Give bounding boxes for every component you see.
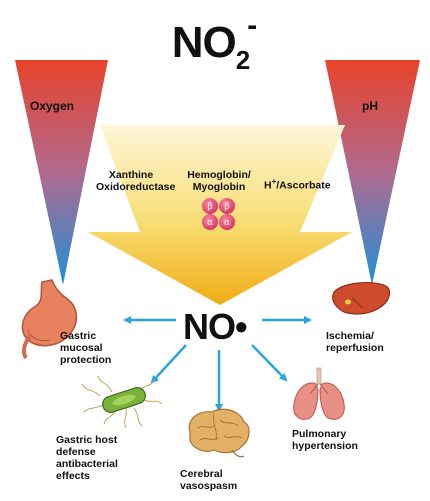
subunit-label: β [207, 202, 212, 212]
alpha-subunit-left [202, 214, 218, 230]
oxygen-gradient-triangle [15, 60, 108, 285]
ph-label: pH [362, 99, 378, 113]
subunit-label: β [224, 202, 229, 212]
beta-subunit-left [202, 198, 218, 214]
stomach-illustration [21, 279, 78, 360]
xanthine-label: Xanthine Oxidoreductase [96, 169, 176, 193]
title-subscript: 2 [235, 45, 251, 75]
arrow-to-antibacterial [150, 344, 187, 384]
beta-subunit-right [219, 198, 235, 214]
ph-gradient-triangle [325, 60, 420, 285]
cerebral-label: Cerebral vasospasm [180, 468, 238, 492]
subunit-label: α [224, 218, 230, 228]
liver-illustration [332, 282, 391, 315]
arrow-to-pulmonary [251, 344, 288, 382]
title-main: NO [171, 18, 237, 67]
gastric-mucosal-label: Gastric mucosal protection [60, 330, 112, 366]
title-superscript: - [247, 9, 257, 42]
alpha-subunit-right [219, 214, 235, 230]
bacterium-illustration [81, 375, 163, 429]
oxygen-label: Oxygen [30, 99, 75, 113]
subunit-label: α [207, 218, 213, 228]
hemoglobin-subunits: β β α α [202, 198, 235, 230]
effect-arrows [123, 316, 312, 412]
nitric-oxide-label: NO• [183, 306, 248, 347]
ascorbate-label: H+/Ascorbate [264, 177, 331, 192]
lungs-illustration [293, 367, 345, 420]
ischemia-label: Ischemia/ reperfusion [326, 330, 384, 354]
conversion-funnel-arrow [88, 125, 352, 305]
brain-illustration [188, 408, 250, 458]
pulmonary-label: Pulmonary hypertension [292, 428, 358, 452]
antibacterial-label: Gastric host defense antibacterial effec… [56, 434, 118, 482]
hemoglobin-label: Hemoglobin/ Myoglobin [187, 169, 251, 193]
nitrite-title: NO2- [0, 9, 430, 75]
